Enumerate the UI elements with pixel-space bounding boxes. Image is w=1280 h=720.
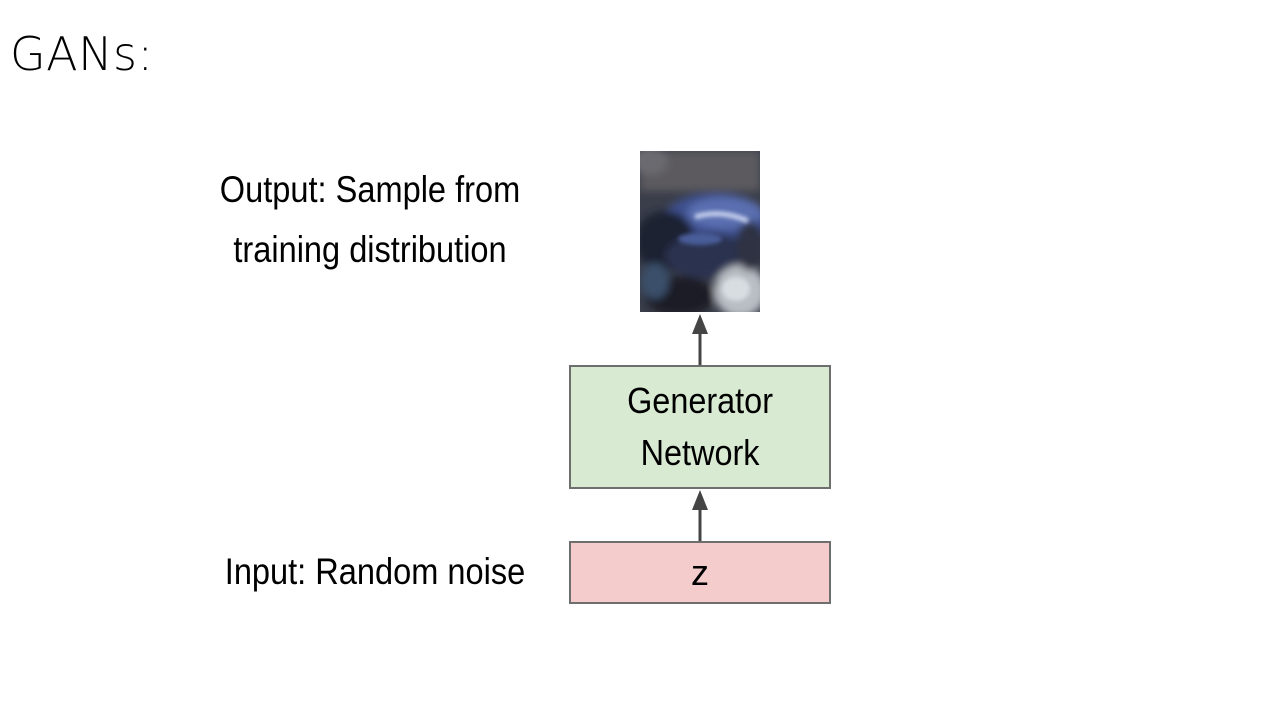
generator-label-line1: Generator <box>627 380 773 421</box>
output-label-line2: training distribution <box>233 229 507 270</box>
generated-sample-image <box>640 151 760 312</box>
output-label: Output: Sample from training distributio… <box>212 160 529 280</box>
input-label: Input: Random noise <box>224 551 526 592</box>
generator-label-line2: Network <box>640 432 760 473</box>
noise-variable: z <box>691 551 709 593</box>
arrow-noise-to-generator <box>692 490 708 542</box>
output-label-line1: Output: Sample from <box>219 169 521 210</box>
arrow-generator-to-output <box>692 314 708 366</box>
generated-sample-picture <box>640 151 760 312</box>
slide-title: GANs: <box>10 27 154 81</box>
noise-input-box: z <box>569 541 831 604</box>
generator-network-box: Generator Network <box>569 365 831 489</box>
